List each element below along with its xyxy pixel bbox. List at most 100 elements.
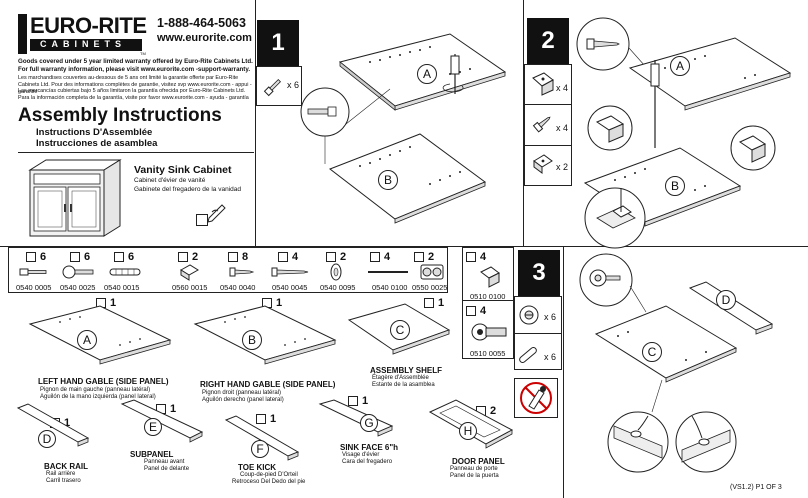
hardware-checkbox-5[interactable] — [228, 252, 238, 262]
cam-bolt-icon — [263, 79, 281, 97]
dowel-icon — [19, 268, 47, 276]
bracket-icon — [480, 266, 500, 288]
hardware-checkbox-4[interactable] — [178, 252, 188, 262]
pencil-check-icon — [207, 204, 226, 223]
divider-v-step2 — [523, 0, 524, 246]
part-f-toe-kick — [224, 415, 300, 461]
bracket-icon — [532, 72, 554, 96]
hardware-code-5: 0540 0040 — [220, 283, 256, 292]
warranty-en: Goods covered under 5 year limited warra… — [18, 58, 253, 74]
step-2-number: 2 — [527, 18, 569, 64]
step-3-qty-1: x 6 — [544, 312, 557, 322]
hardware-checkbox-9[interactable] — [414, 252, 424, 262]
short-screw-icon — [532, 116, 551, 133]
bumper-icon — [330, 263, 342, 281]
divider-v-step3 — [563, 246, 564, 498]
step-2-label-a: A — [670, 56, 690, 76]
part-checkbox-c[interactable] — [424, 298, 434, 308]
phone-number: 1-888-464-5063 — [157, 16, 246, 30]
hardware-checkbox-1[interactable] — [26, 252, 36, 262]
part-label-e: E — [144, 418, 162, 436]
step-3-diagram — [579, 253, 774, 473]
part-a-panel — [28, 305, 172, 365]
cam-bolt-icon — [62, 265, 94, 279]
cam-lock-icon — [519, 305, 539, 325]
part-es-d: Carril trasero — [46, 478, 81, 484]
part-qty-a: 1 — [110, 297, 117, 309]
hardware-checkbox-6[interactable] — [278, 252, 288, 262]
product-checkbox[interactable] — [196, 214, 208, 226]
part-label-d: D — [38, 430, 56, 448]
title-fr: Instructions D'Assemblée — [36, 127, 153, 138]
hardware-checkbox-10[interactable] — [466, 252, 476, 262]
step-2-box-div-2 — [524, 145, 572, 146]
step-1-number: 1 — [257, 20, 299, 66]
hardware-code-2: 0540 0025 — [60, 283, 96, 292]
part-es-b: Aguilón derecho (panel lateral) — [202, 397, 284, 403]
part-e-subpanel — [120, 399, 204, 443]
part-label-a: A — [77, 330, 97, 350]
step-1-diagram — [300, 33, 507, 224]
hardware-checkbox-11[interactable] — [466, 306, 476, 316]
hardware-checkbox-2[interactable] — [70, 252, 80, 262]
hardware-qty-9: 2 — [428, 251, 435, 263]
title-es: Instrucciones de asamblea — [36, 138, 158, 149]
part-fr-h: Panneau de porte — [450, 466, 498, 472]
hardware-qty-11: 4 — [480, 305, 487, 317]
shelf-clip-icon — [180, 264, 199, 281]
hardware-side-box — [462, 247, 514, 359]
step-1-qty: x 6 — [287, 80, 300, 90]
short-screw-icon — [229, 267, 255, 277]
part-title-e: SUBPANEL — [130, 450, 174, 459]
step-2-qty-2: x 4 — [556, 123, 569, 133]
part-label-f: F — [251, 440, 269, 458]
hardware-side-div — [462, 300, 514, 301]
part-fr-a: Pignon de main gauche (panneau latéral) — [40, 387, 151, 393]
part-qty-b: 1 — [276, 297, 283, 309]
hardware-code-7: 0540 0095 — [320, 283, 356, 292]
part-fr-f: Coup-de-pied D'Orteil — [240, 472, 298, 478]
part-checkbox-g[interactable] — [348, 396, 358, 406]
hardware-qty-5: 8 — [242, 251, 249, 263]
hardware-checkbox-8[interactable] — [370, 252, 380, 262]
part-es-f: Retroceso Del Dedo del pie — [232, 479, 306, 485]
part-checkbox-f[interactable] — [256, 414, 266, 424]
step-2-label-b: B — [665, 176, 685, 196]
hardware-qty-2: 6 — [84, 251, 91, 263]
hardware-code-9: 0550 0025 — [412, 283, 448, 292]
rod-icon — [368, 271, 408, 273]
divider-h-mid — [0, 246, 808, 247]
hardware-checkbox-7[interactable] — [326, 252, 336, 262]
step-2-diagram — [576, 17, 792, 249]
hardware-checkbox-3[interactable] — [114, 252, 124, 262]
part-fr-c: Étagère d'Assemblée — [372, 375, 429, 381]
hardware-code-10: 0510 0100 — [470, 292, 506, 301]
hardware-qty-7: 2 — [340, 251, 347, 263]
step-2-box-div-1 — [524, 104, 572, 105]
warranty-es: Las mercancías cubiertas bajo 5 años lim… — [18, 88, 249, 102]
hardware-code-3: 0540 0015 — [104, 283, 140, 292]
page-title: Assembly Instructions — [18, 105, 222, 126]
hinge-icon — [471, 323, 507, 341]
hardware-code-11: 0510 0055 — [470, 349, 506, 358]
wood-dowel-icon — [109, 268, 141, 276]
step-1-hardware-box — [256, 66, 302, 106]
brand-name: EURO-RITE — [30, 13, 147, 38]
part-title-d: BACK RAIL — [44, 462, 88, 471]
step-2-qty-1: x 4 — [556, 83, 569, 93]
shelf-clip-icon — [533, 154, 553, 174]
part-title-f: TOE KICK — [238, 463, 277, 472]
part-qty-h: 2 — [490, 405, 497, 417]
step-3-label-c: C — [642, 342, 662, 362]
hardware-qty-3: 6 — [128, 251, 135, 263]
hardware-qty-10: 4 — [480, 251, 487, 263]
part-title-h: DOOR PANEL — [452, 457, 505, 466]
step-3-box-div — [514, 333, 562, 334]
part-qty-c: 1 — [438, 297, 445, 309]
step-1-label-a: A — [417, 64, 437, 84]
part-title-c: ASSEMBLY SHELF — [370, 366, 443, 375]
page-footer: (VS1.2) P1 OF 3 — [730, 484, 782, 491]
part-qty-e: 1 — [170, 403, 177, 415]
part-es-g: Cara del fregadero — [342, 459, 393, 465]
double-knob-icon — [420, 264, 444, 280]
